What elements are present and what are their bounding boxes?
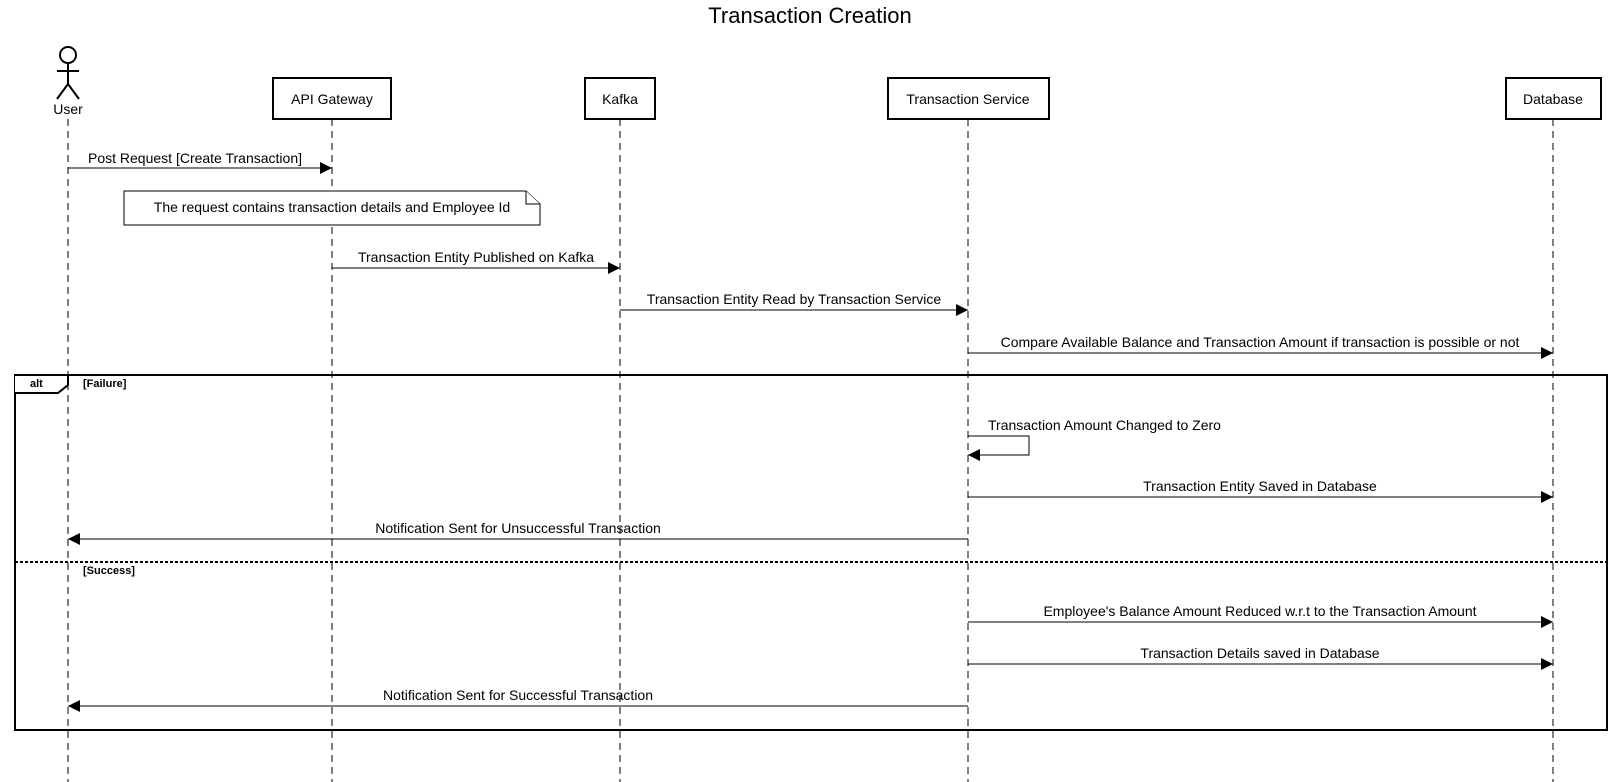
message-entity-saved-in-db: Transaction Entity Saved in Database <box>968 478 1553 503</box>
message-label: Notification Sent for Successful Transac… <box>383 687 653 703</box>
message-published-on-kafka: Transaction Entity Published on Kafka <box>332 249 620 274</box>
message-label: Transaction Details saved in Database <box>1140 645 1379 661</box>
alt-frame-tag-box <box>15 374 69 394</box>
participant-user: User <box>53 46 83 117</box>
message-label: Post Request [Create Transaction] <box>88 150 302 166</box>
participant-label: Transaction Service <box>906 91 1029 107</box>
participant-label: Database <box>1523 91 1583 107</box>
message-label: Employee's Balance Amount Reduced w.r.t … <box>1043 603 1476 619</box>
participant-kafka: Kafka <box>584 77 656 120</box>
participant-api-gateway: API Gateway <box>272 77 392 120</box>
message-notification-unsuccessful: Notification Sent for Unsuccessful Trans… <box>68 520 968 545</box>
diagram-title: Transaction Creation <box>708 3 911 28</box>
message-label: Notification Sent for Unsuccessful Trans… <box>375 520 661 536</box>
message-label: Compare Available Balance and Transactio… <box>1001 334 1520 350</box>
message-post-request: Post Request [Create Transaction] <box>68 150 332 174</box>
message-label: Transaction Amount Changed to Zero <box>988 417 1221 433</box>
message-balance-reduced: Employee's Balance Amount Reduced w.r.t … <box>968 603 1553 628</box>
note-request-details: The request contains transaction details… <box>123 190 541 226</box>
message-notification-successful: Notification Sent for Successful Transac… <box>68 687 968 712</box>
participant-label: Kafka <box>602 91 638 107</box>
participant-label: User <box>53 101 83 117</box>
message-amount-changed-to-zero: Transaction Amount Changed to Zero <box>968 417 1221 461</box>
alt-frame-tag: alt <box>30 378 43 390</box>
alt-frame-border <box>14 374 1608 731</box>
message-label: Transaction Entity Published on Kafka <box>358 249 594 265</box>
message-details-saved-in-db: Transaction Details saved in Database <box>968 645 1553 670</box>
message-label: Transaction Entity Read by Transaction S… <box>647 291 942 307</box>
message-compare-balance: Compare Available Balance and Transactio… <box>968 334 1553 359</box>
actor-icon <box>56 46 80 100</box>
message-read-by-service: Transaction Entity Read by Transaction S… <box>620 291 968 316</box>
alt-frame: alt [Failure] [Success] <box>14 374 1608 731</box>
participant-transaction-service: Transaction Service <box>887 77 1050 120</box>
self-message-arrow <box>968 435 1030 461</box>
participant-database: Database <box>1505 77 1602 120</box>
message-label: Transaction Entity Saved in Database <box>1143 478 1377 494</box>
note-text: The request contains transaction details… <box>154 199 510 215</box>
guard-success: [Success] <box>83 565 135 577</box>
participant-label: API Gateway <box>291 91 373 107</box>
guard-failure: [Failure] <box>83 378 127 390</box>
